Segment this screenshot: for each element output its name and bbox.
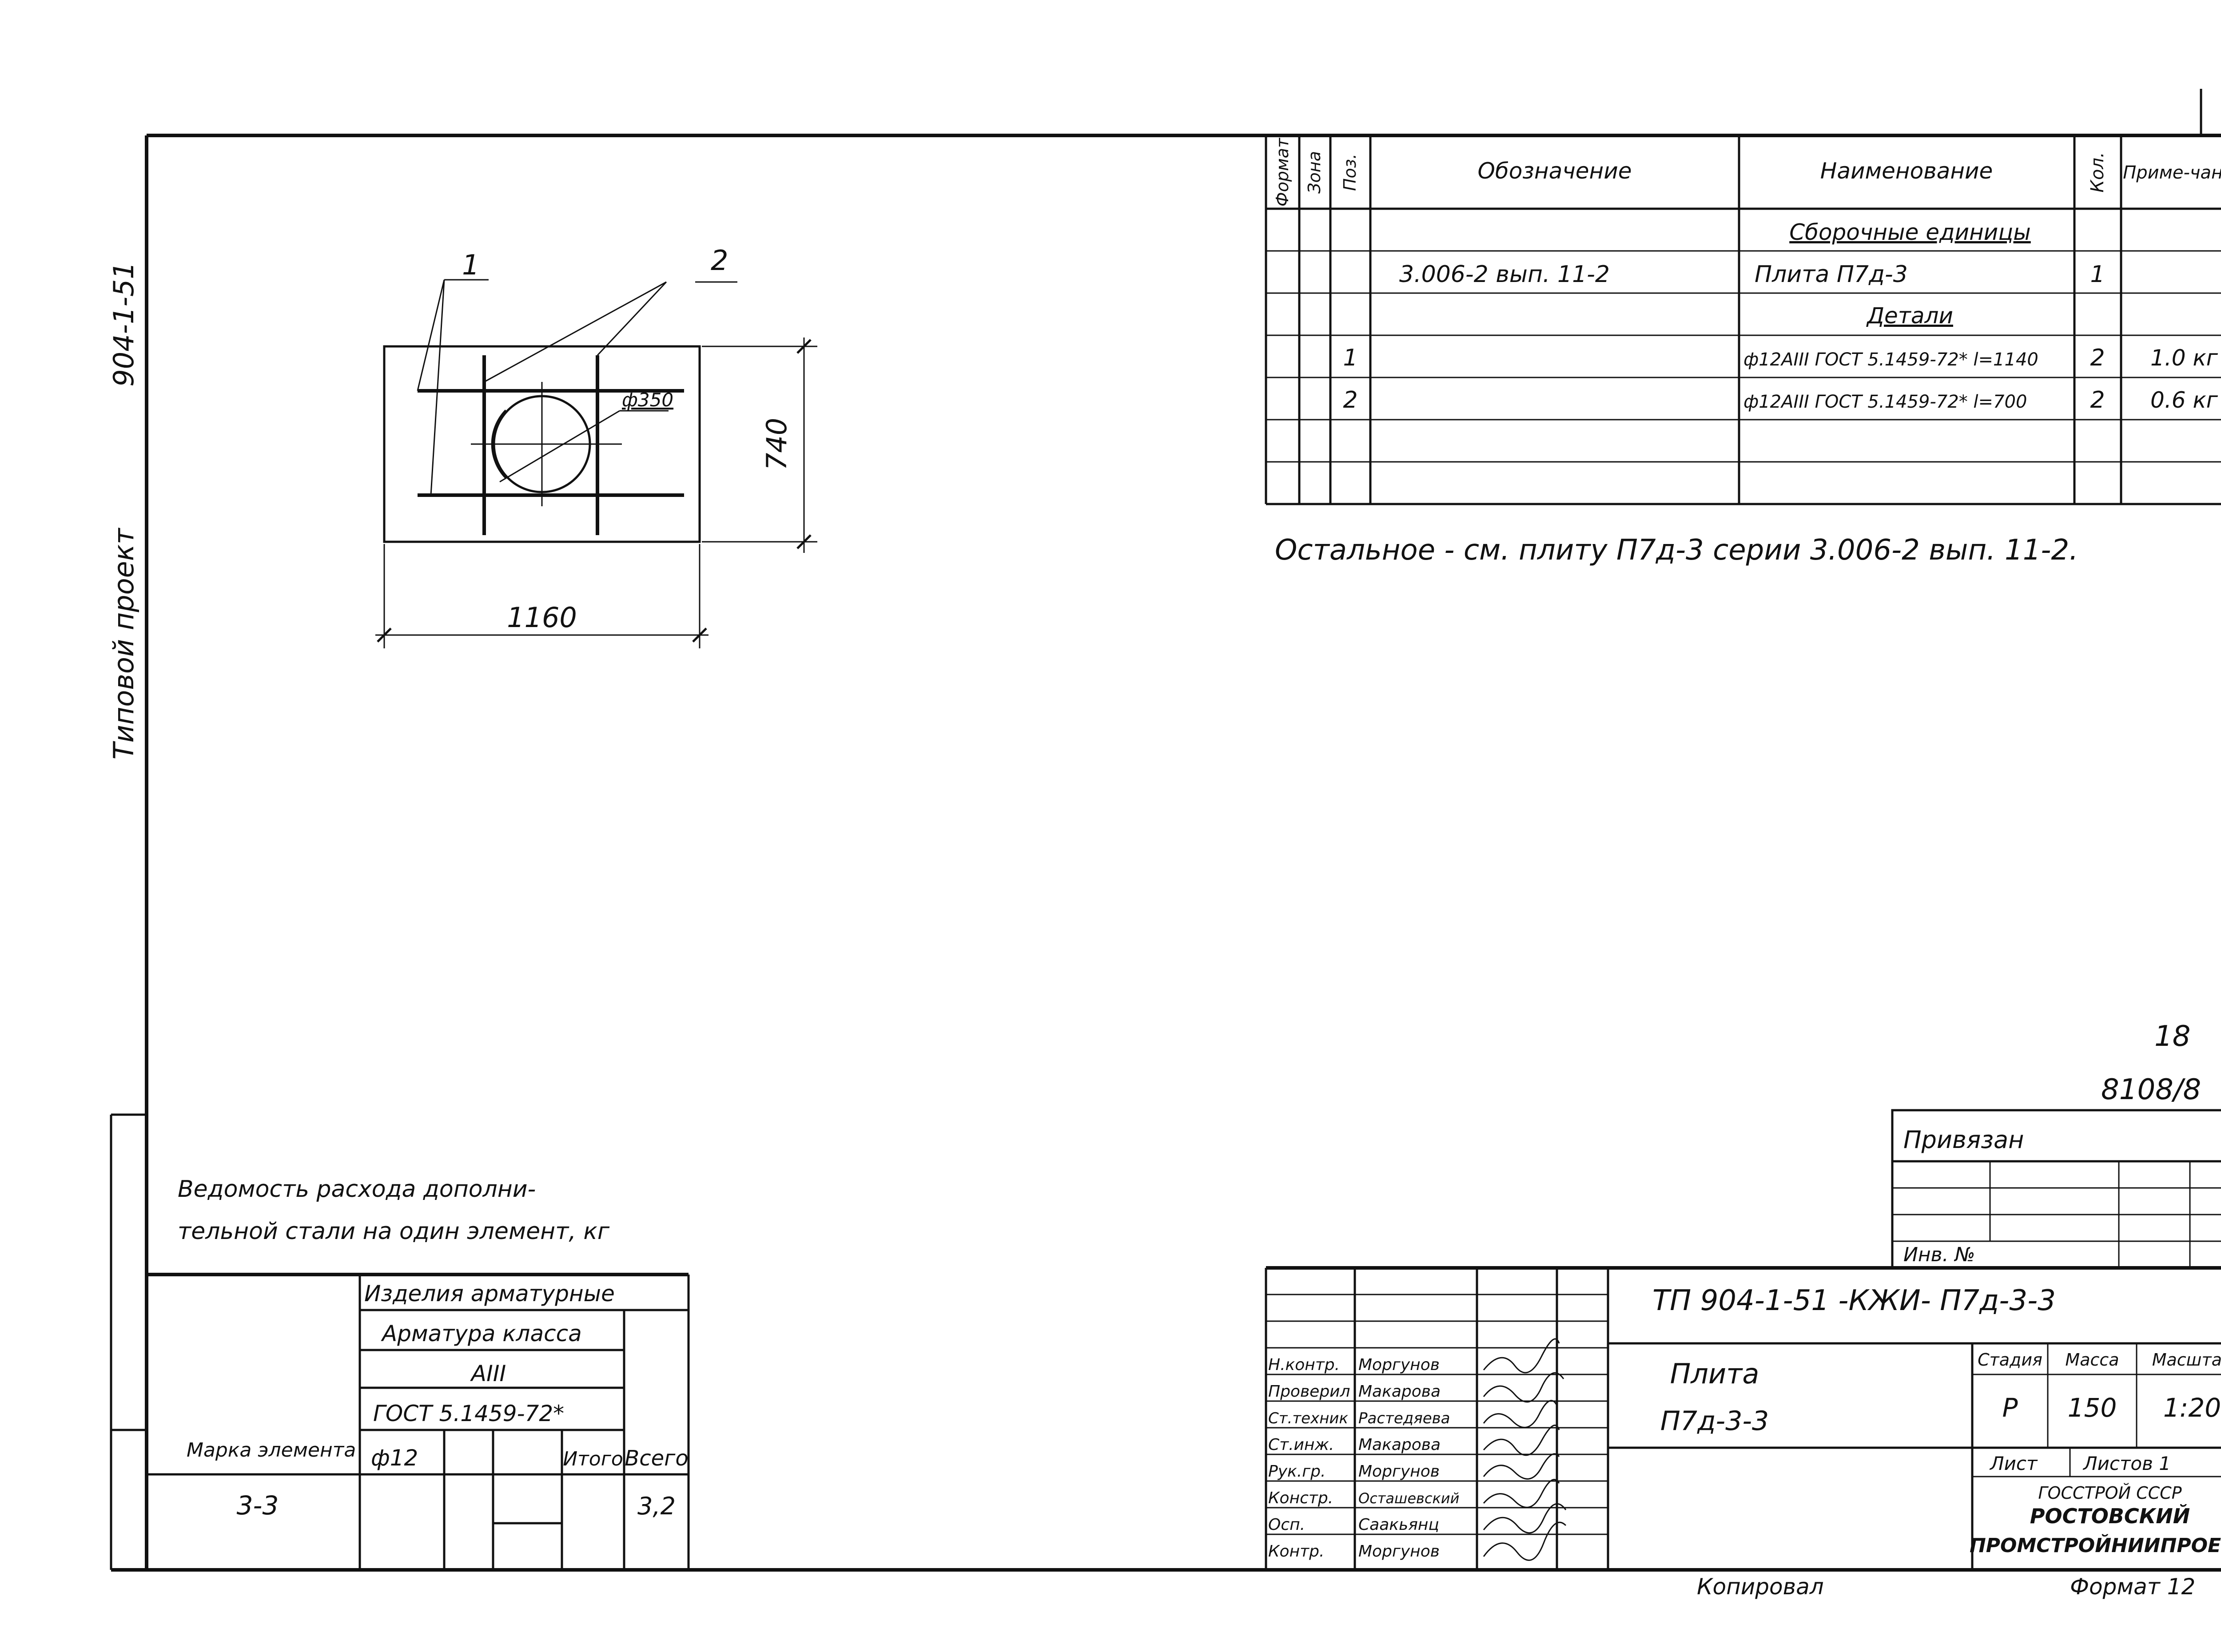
- side-stamp-project: Типовой проект: [107, 528, 140, 760]
- sig-role-8: Контр.: [1268, 1542, 1324, 1561]
- signature-mark: [1483, 1479, 1560, 1508]
- header-zone: Зона: [1305, 151, 1324, 194]
- section-assembly: Сборочные единицы: [1789, 219, 2031, 245]
- org-line-3: ПРОМСТРОЙНИИПРОЕКТ: [1970, 1533, 2221, 1557]
- sig-name-5: Моргунов: [1358, 1462, 1440, 1481]
- mass-value: 150: [2068, 1393, 2117, 1423]
- stage-label: Стадия: [1978, 1350, 2042, 1370]
- footer-format: Формат 12: [2070, 1574, 2195, 1600]
- header-qty: Кол.: [2087, 152, 2108, 192]
- sig-name-6: Осташевский: [1358, 1490, 1459, 1507]
- signature-mark: [1483, 1453, 1560, 1480]
- sig-name-1: Моргунов: [1358, 1356, 1440, 1374]
- sig-name-2: Макарова: [1358, 1382, 1441, 1401]
- dim-height: 740: [760, 418, 793, 470]
- header-name: Наименование: [1820, 158, 1993, 184]
- assembly-qty: 1: [2090, 261, 2105, 288]
- org-line-1: ГОССТРОЙ СССР: [2038, 1483, 2181, 1503]
- org-line-2: РОСТОВСКИЙ: [2030, 1504, 2190, 1528]
- plate-outline: [383, 345, 701, 543]
- signature-mark: [1483, 1521, 1567, 1561]
- sheet-label: Лист: [1989, 1453, 2038, 1474]
- sig-name-8: Моргунов: [1358, 1542, 1440, 1561]
- sig-role-1: Н.контр.: [1268, 1356, 1340, 1374]
- sig-name-3: Растедяева: [1358, 1410, 1450, 1427]
- schedule-gost: ГОСТ 5.1459-72*: [373, 1401, 564, 1426]
- schedule-col-element: Марка элемента: [187, 1439, 356, 1461]
- sig-role-4: Ст.инж.: [1268, 1436, 1334, 1454]
- sig-role-5: Рук.гр.: [1268, 1462, 1325, 1481]
- signature-mark: [1483, 1503, 1567, 1534]
- title-block: Н.контр. Моргунов Проверил Макарова Ст.т…: [1265, 1266, 2221, 1570]
- schedule-total-value: 3,2: [637, 1492, 676, 1520]
- row-2-note: 0.6 кг: [2150, 387, 2218, 413]
- signature-mark: [1483, 1338, 1560, 1374]
- mark-number: 18: [2154, 1020, 2190, 1053]
- row-1-name: ф12АIII ГОСТ 5.1459-72* l=1140: [1743, 349, 2038, 370]
- schedule-group: Изделия арматурные: [364, 1281, 615, 1307]
- signature-mark: [1483, 1372, 1564, 1403]
- binding-title: Привязан: [1903, 1126, 2024, 1154]
- schedule-class-header: Арматура класса: [381, 1321, 582, 1346]
- sig-role-2: Проверил: [1268, 1382, 1350, 1401]
- binding-block: Привязан Инв. №: [1891, 1109, 2221, 1269]
- plate-drawing: ф350 1 2 740 1160: [375, 244, 817, 648]
- mass-label: Масса: [2065, 1350, 2119, 1370]
- row-1-pos: 1: [1343, 345, 1357, 371]
- binding-inv: Инв. №: [1903, 1243, 1975, 1266]
- sig-role-3: Ст.техник: [1268, 1410, 1349, 1427]
- header-note: Приме-чание: [2123, 163, 2221, 183]
- schedule-col-total: Всего: [625, 1446, 688, 1471]
- scale-value: 1:20: [2163, 1393, 2221, 1423]
- hole-label: ф350: [622, 389, 673, 411]
- header-format: Формат: [1273, 137, 1292, 206]
- schedule-diameter: ф12: [371, 1445, 418, 1471]
- mark-code: 8108/8: [2101, 1073, 2201, 1106]
- section-details: Детали: [1866, 303, 1953, 329]
- callout-2: 2: [711, 244, 728, 277]
- assembly-designation: 3.006-2 вып. 11-2: [1399, 261, 1610, 288]
- row-2-pos: 2: [1343, 387, 1357, 413]
- side-stamp-series: 904-1-51: [107, 262, 140, 386]
- header-pos: Поз.: [1340, 154, 1360, 191]
- stage-value: Р: [2002, 1393, 2018, 1423]
- schedule-class-value: АIII: [470, 1361, 506, 1386]
- note-text: Остальное - см. плиту П7д-3 серии 3.006-…: [1275, 534, 2078, 567]
- item-mark: П7д-3-3: [1660, 1406, 1769, 1437]
- row-2-qty: 2: [2090, 387, 2105, 413]
- row-1-qty: 2: [2090, 345, 2105, 371]
- schedule-element-mark: 3-3: [237, 1490, 279, 1521]
- doc-code: ТП 904-1-51 -КЖИ- П7д-3-3: [1652, 1284, 2056, 1317]
- footer-copied: Копировал: [1697, 1574, 1824, 1600]
- schedule-col-subtotal: Итого: [563, 1448, 623, 1470]
- callout-1: 1: [462, 249, 479, 281]
- row-1-note: 1.0 кг: [2150, 345, 2218, 371]
- sig-name-7: Саакьянц: [1358, 1516, 1439, 1534]
- scale-label: Масштаб: [2152, 1350, 2221, 1370]
- steel-schedule-table: Изделия арматурные Арматура класса АIII …: [147, 1273, 690, 1570]
- item-name: Плита: [1670, 1358, 1759, 1390]
- assembly-name: Плита П7д-3: [1755, 261, 1908, 288]
- row-2-name: ф12АIII ГОСТ 5.1459-72* l=700: [1743, 392, 2027, 412]
- sig-name-4: Макарова: [1358, 1436, 1441, 1454]
- sig-role-7: Осп.: [1268, 1516, 1305, 1534]
- schedule-title-2: тельной стали на один элемент, кг: [178, 1218, 610, 1245]
- signature-mark: [1483, 1424, 1560, 1456]
- dim-width: 1160: [507, 601, 577, 634]
- sig-role-6: Констр.: [1268, 1489, 1333, 1507]
- spec-table: Формат Зона Поз. Обозначение Наименовани…: [1265, 135, 2221, 505]
- schedule-title-1: Ведомость расхода дополни-: [178, 1176, 536, 1203]
- header-designation: Обозначение: [1478, 158, 1632, 184]
- signature-mark: [1483, 1400, 1558, 1428]
- sheets-label: Листов 1: [2082, 1453, 2171, 1474]
